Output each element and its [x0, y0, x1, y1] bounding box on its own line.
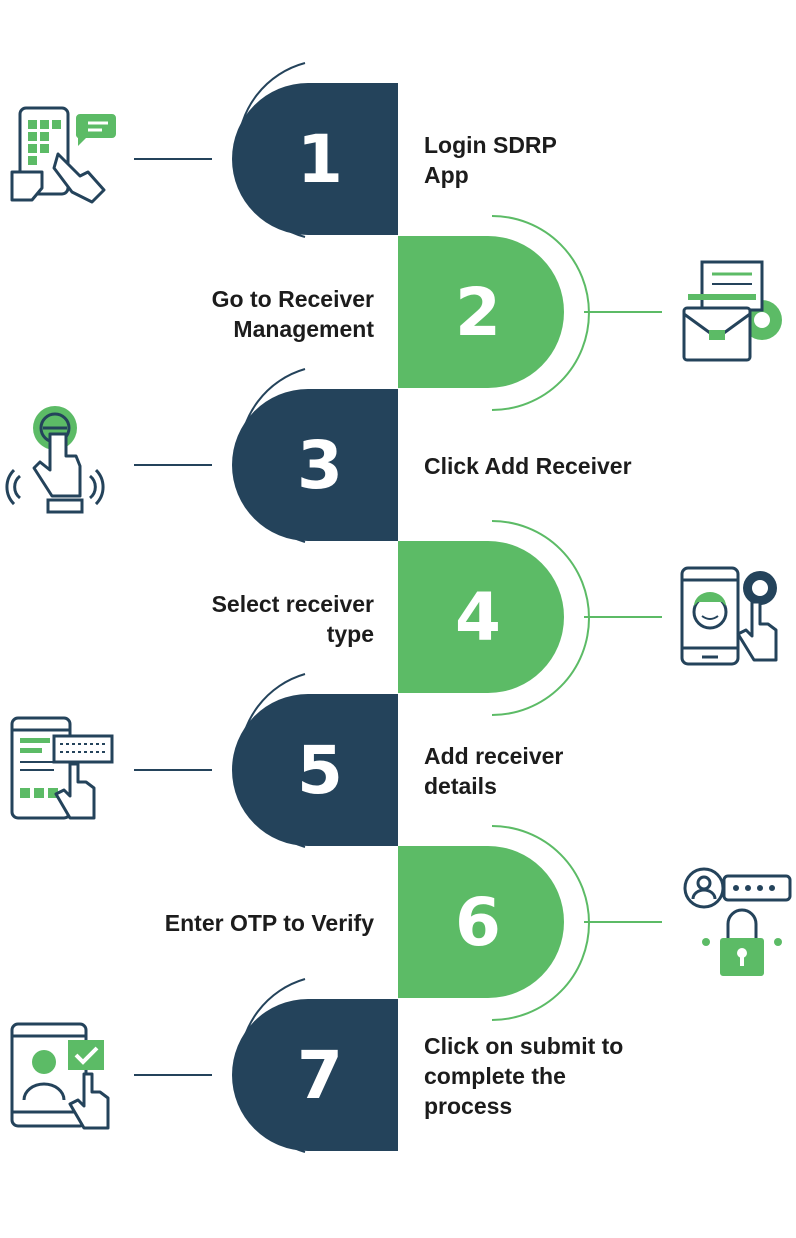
- phone-profile-check-icon: [10, 1022, 110, 1130]
- step-6-shape: [398, 846, 564, 998]
- step-6-number: 6: [455, 884, 501, 961]
- step-2-shape: [398, 236, 564, 388]
- step-3: 3: [5, 368, 398, 543]
- step-3-shape: [232, 389, 398, 541]
- step-6: 6: [398, 825, 792, 1021]
- briefcase-gear-icon: [682, 260, 782, 362]
- hand-tap-button-icon: [5, 406, 105, 514]
- step-2-number: 2: [455, 274, 501, 351]
- step-4-number: 4: [455, 579, 501, 656]
- step-4: 4: [398, 520, 778, 716]
- step-5-number: 5: [297, 732, 343, 809]
- step-7-label: Click on submit to complete the process: [424, 1033, 624, 1119]
- phone-touch-icon: [10, 106, 116, 204]
- user-password-lock-icon: [683, 867, 792, 976]
- step-2-label: Go to Receiver Management: [211, 286, 374, 342]
- step-7-shape: [232, 999, 398, 1151]
- step-5-shape: [232, 694, 398, 846]
- step-5: 5: [10, 673, 398, 848]
- step-7-number: 7: [297, 1037, 343, 1114]
- phone-user-select-icon: [680, 566, 778, 666]
- step-6-label: Enter OTP to Verify: [164, 910, 374, 936]
- step-1-number: 1: [297, 121, 343, 198]
- step-1: 1: [10, 62, 398, 238]
- step-1-shape: [232, 83, 398, 235]
- step-3-number: 3: [297, 427, 343, 504]
- step-2: 2: [398, 215, 782, 411]
- keyboard-form-icon: [10, 716, 114, 820]
- step-7: 7: [10, 978, 398, 1153]
- step-4-label: Select receiver type: [211, 591, 374, 647]
- step-1-label: Login SDRP App: [424, 132, 557, 188]
- step-4-shape: [398, 541, 564, 693]
- step-3-label: Click Add Receiver: [424, 453, 632, 479]
- step-5-label: Add receiver details: [424, 743, 564, 799]
